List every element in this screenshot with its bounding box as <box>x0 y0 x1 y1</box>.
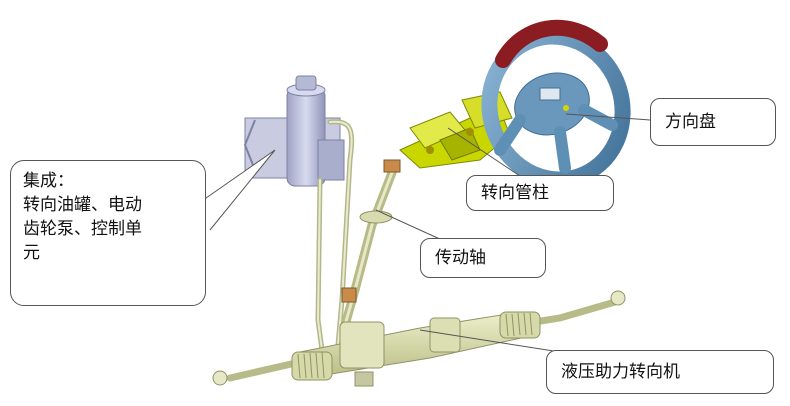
steering-gear-illustration <box>212 290 626 387</box>
pump-unit-illustration <box>243 75 345 187</box>
callout-integration-line-2: 转向油罐、电动 <box>23 195 142 215</box>
callout-integration-line-1: 集成： <box>23 171 74 191</box>
callout-drive-shaft: 传动轴 <box>420 238 546 278</box>
callout-drive-shaft-label: 传动轴 <box>435 248 486 268</box>
callout-steering-wheel-label: 方向盘 <box>665 112 716 132</box>
callout-hydraulic-gear-label: 液压助力转向机 <box>561 362 680 382</box>
callout-integration-line-4: 元 <box>23 243 40 263</box>
callout-integration: 集成： 转向油罐、电动 齿轮泵、控制单 元 <box>10 160 206 306</box>
callout-steering-column: 转向管柱 <box>466 175 614 211</box>
callout-steering-column-label: 转向管柱 <box>481 183 549 203</box>
callout-integration-line-3: 齿轮泵、控制单 <box>23 219 142 239</box>
callout-leaders <box>195 113 651 353</box>
steering-wheel-illustration <box>481 19 631 188</box>
callout-steering-wheel: 方向盘 <box>650 98 776 146</box>
drive-shaft-illustration <box>340 159 401 330</box>
callout-hydraulic-gear: 液压助力转向机 <box>546 350 774 394</box>
